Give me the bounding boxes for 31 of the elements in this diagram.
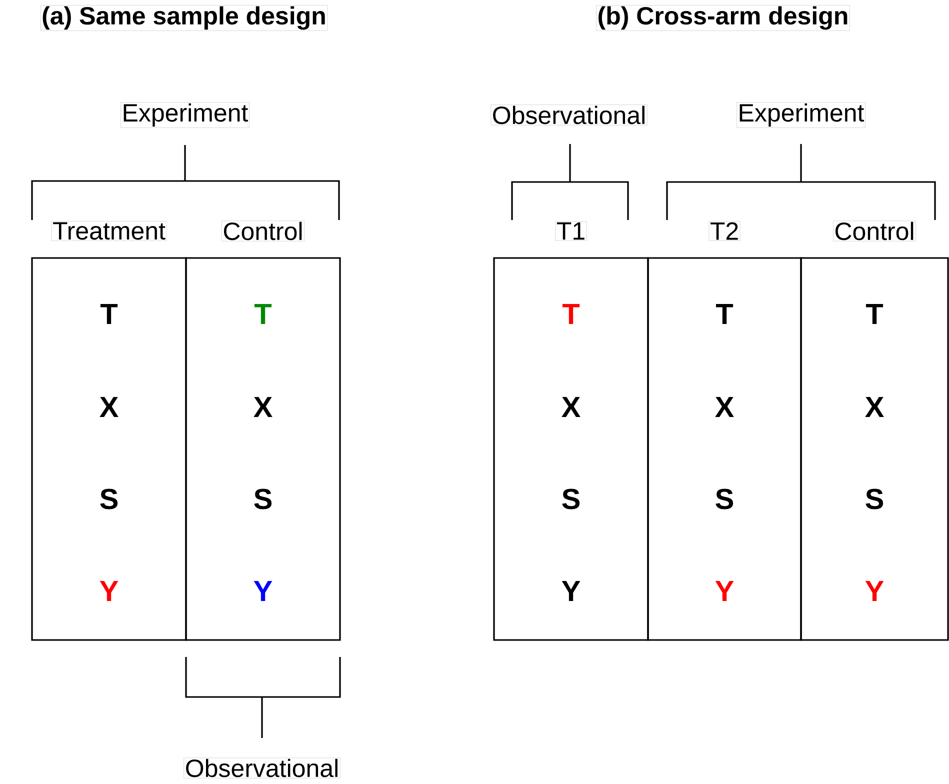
variable-letter: X [715,397,734,417]
variable-letter: Y [254,581,272,601]
bracket-label: Observational [184,758,340,778]
variable-letter: S [100,488,118,510]
bracket-label: Observational [490,104,648,126]
variable-letter: X [865,397,884,417]
column-heading: T1 [555,221,587,241]
panel-title: (a) Same sample design [40,5,328,31]
bracket-label: Experiment [736,102,866,128]
bracket-label: Experiment [120,102,250,128]
variable-letter: Y [865,581,884,601]
column-heading: Control [832,220,916,242]
variable-letter: X [100,397,118,417]
panel-title: (b) Cross-arm design [596,5,850,31]
variable-letter: S [254,488,272,510]
column-heading: T2 [708,221,740,241]
variable-letter: T [254,304,272,324]
variable-letter: T [562,304,580,324]
column-heading: Treatment [51,221,167,241]
variable-letter: S [866,488,884,510]
variable-letter: S [562,488,580,510]
variable-letter: X [562,397,580,417]
variable-letter: Y [715,581,734,601]
variable-letter: X [254,397,272,417]
variable-letter: Y [562,581,580,601]
variable-letter: S [716,488,734,510]
variable-letter: T [100,304,118,324]
variable-letter: Y [100,581,118,601]
column-heading: Control [221,220,305,242]
variable-letter: T [716,304,734,324]
variable-letter: T [866,304,884,324]
